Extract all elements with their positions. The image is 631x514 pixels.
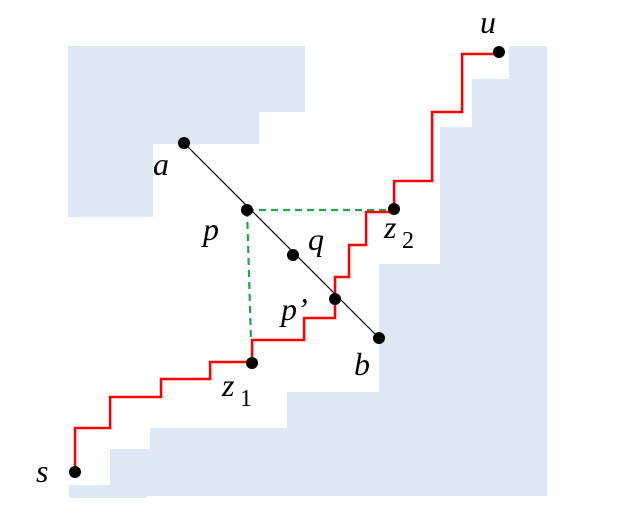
label-s: s (36, 453, 48, 489)
obstacle-right-staircase (69, 46, 547, 498)
path-s-z1 (73, 360, 252, 472)
path-z2-u (392, 52, 499, 209)
label-z2: z (383, 209, 397, 245)
label-p-prime: p’ (279, 291, 308, 327)
point-p-prime (329, 293, 341, 305)
point-s (69, 466, 81, 478)
point-u (493, 46, 505, 58)
label-q: q (308, 221, 324, 257)
point-z1 (246, 357, 258, 369)
label-u: u (480, 4, 496, 40)
path-z1-z2 (250, 210, 394, 363)
label-a: a (153, 146, 169, 182)
obstacle-top-left (68, 46, 305, 217)
label-z1-subscript: 1 (240, 386, 252, 412)
label-z2-subscript: 2 (402, 228, 414, 254)
point-q (287, 249, 299, 261)
point-a (178, 137, 190, 149)
point-z2 (388, 203, 400, 215)
label-b: b (354, 346, 370, 382)
segment-ab (183, 142, 380, 339)
dashed-p-z1 (245, 209, 253, 341)
label-z1: z (221, 367, 235, 403)
label-p: p (201, 211, 219, 247)
point-b (373, 332, 385, 344)
point-p (241, 204, 253, 216)
